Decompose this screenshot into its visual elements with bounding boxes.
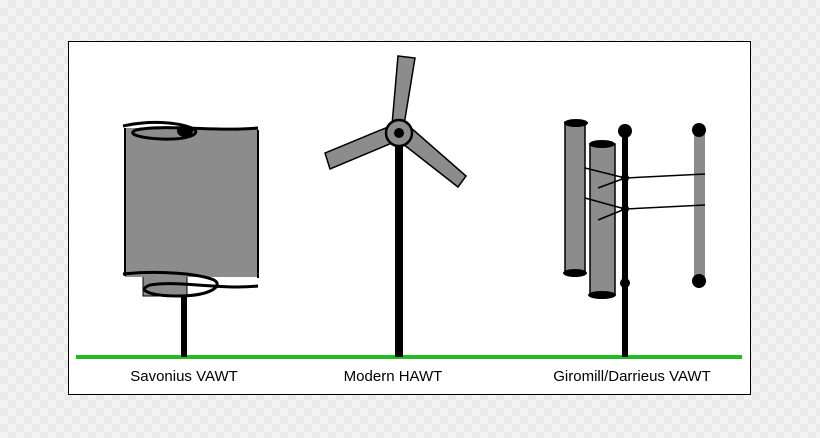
giromill-blade-1: [564, 121, 586, 274]
giromill-blade-1-bottom-cap: [563, 269, 587, 277]
giromill-strut: [624, 204, 706, 210]
savonius-top-hub: [177, 125, 193, 137]
giromill-shaft-lower-joint: [620, 278, 630, 288]
giromill-blade-3-bottom-cap: [692, 274, 706, 288]
hawt-tower: [395, 133, 403, 357]
giromill-strut: [584, 167, 626, 179]
giromill-blade-2: [589, 143, 616, 296]
giromill-shaft-top: [618, 124, 632, 138]
giromill-upper-joint: [621, 174, 629, 182]
hawt-hub-center: [394, 128, 404, 138]
giromill-shaft: [622, 131, 628, 357]
giromill-turbine: [563, 119, 706, 357]
giromill-middle-joint: [621, 205, 629, 213]
giromill-strut: [584, 197, 626, 210]
savonius-label: Savonius VAWT: [130, 368, 238, 385]
giromill-struts: [584, 167, 706, 221]
savonius-turbine: [122, 120, 259, 357]
savonius-bottom-spiral: [122, 270, 259, 298]
hawt-turbine: [324, 55, 468, 357]
giromill-label: Giromill/Darrieus VAWT: [553, 368, 711, 385]
giromill-blade-1-top-cap: [564, 119, 588, 127]
giromill-strut: [597, 208, 626, 221]
hawt-blade-left: [324, 125, 393, 171]
savonius-shaft: [181, 282, 187, 357]
hawt-blade-top: [391, 55, 416, 126]
savonius-rotor-body: [125, 128, 258, 277]
giromill-blade-2-top-cap: [589, 140, 615, 148]
hawt-label: Modern HAWT: [343, 368, 443, 385]
giromill-blade-2-bottom-cap: [588, 291, 616, 299]
giromill-blade-3-top-cap: [692, 123, 706, 137]
giromill-strut: [597, 177, 626, 189]
giromill-strut: [624, 173, 706, 179]
